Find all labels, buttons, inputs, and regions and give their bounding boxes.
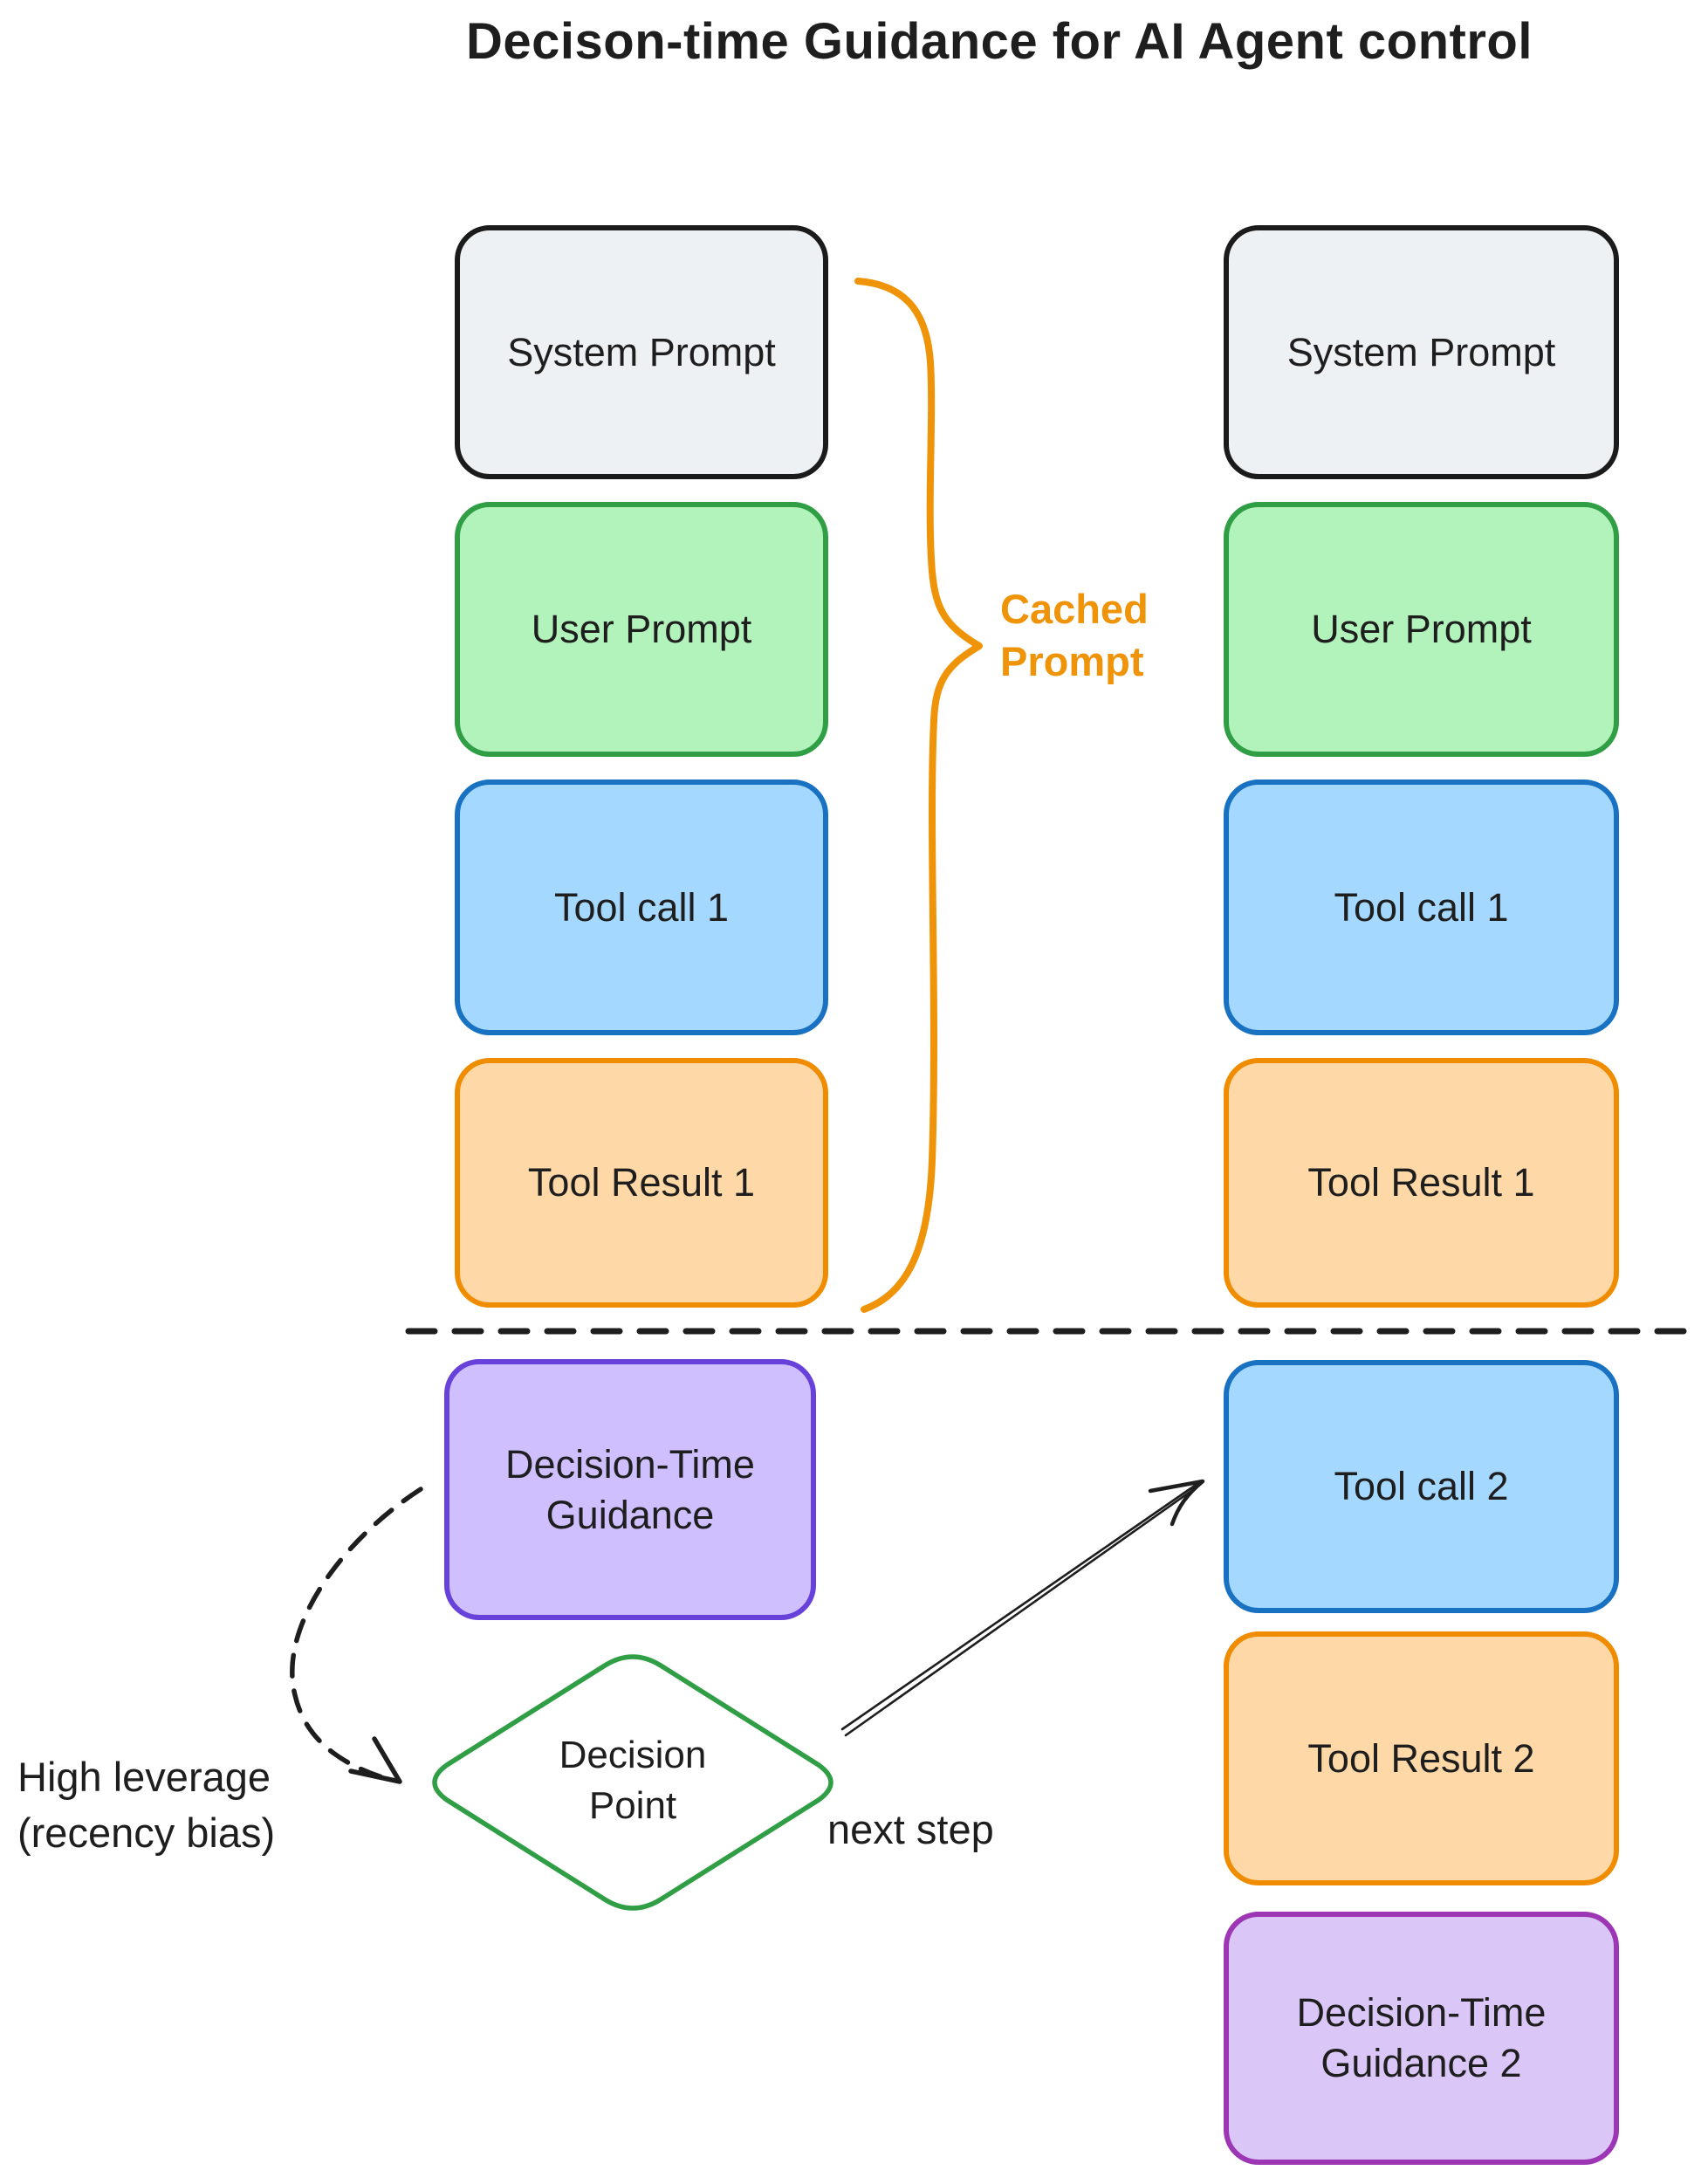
cached-prompt-label-line1: Cached [1000, 586, 1149, 632]
node-label: Tool Result 1 [1307, 1160, 1535, 1205]
decision-point-diamond [432, 1654, 833, 1911]
high-leverage-label: High leverage (recency bias) [17, 1749, 275, 1861]
cached-prompt-label: Cached Prompt [1000, 583, 1149, 688]
node-system-prompt-left: System Prompt [455, 225, 828, 479]
node-user-prompt-left: User Prompt [455, 502, 828, 757]
node-label: Tool Result 1 [527, 1160, 756, 1205]
next-step-arrow-line-b [844, 1485, 1199, 1737]
node-label: Tool Result 2 [1307, 1735, 1535, 1781]
node-system-prompt-right: System Prompt [1224, 225, 1619, 479]
node-label: User Prompt [531, 607, 752, 651]
guidance-to-decision-dashed-arrow [290, 1487, 423, 1782]
node-label: Tool call 2 [1334, 1464, 1509, 1508]
decision-point-label-line2: Point [588, 1784, 677, 1827]
cached-prompt-brace [854, 278, 983, 1313]
node-label: Decision-Time Guidance [505, 1441, 755, 1537]
node-label: System Prompt [1286, 329, 1556, 374]
node-tool-call-1-left: Tool call 1 [455, 780, 828, 1035]
dashed-arrowhead [348, 1736, 402, 1784]
node-label: User Prompt [1311, 607, 1532, 651]
node-user-prompt-right: User Prompt [1224, 502, 1619, 757]
node-decision-time-guidance: Decision-Time Guidance [444, 1359, 816, 1620]
node-label: Tool call 1 [1334, 884, 1509, 930]
decision-point-label: Decision Point [502, 1730, 764, 1831]
next-step-label: next step [827, 1806, 994, 1852]
high-leverage-label-line2: (recency bias) [17, 1810, 276, 1856]
node-decision-time-guidance-2: Decision-Time Guidance 2 [1224, 1912, 1619, 2165]
decision-point-label-line1: Decision [559, 1734, 707, 1776]
node-tool-result-2: Tool Result 2 [1224, 1631, 1619, 1885]
next-step-arrow-line-a [840, 1480, 1203, 1731]
cached-prompt-label-line2: Prompt [1000, 638, 1144, 684]
next-step-arrowhead [1148, 1479, 1205, 1527]
node-label: Tool call 1 [553, 884, 730, 930]
high-leverage-label-line1: High leverage [17, 1754, 271, 1800]
node-tool-call-2: Tool call 2 [1224, 1360, 1619, 1613]
node-label: System Prompt [507, 329, 776, 374]
diagram-title: Decison-time Guidance for AI Agent contr… [466, 13, 1533, 70]
node-tool-result-1-right: Tool Result 1 [1224, 1058, 1619, 1308]
node-label: Decision-Time Guidance 2 [1296, 1990, 1547, 2085]
node-tool-result-1-left: Tool Result 1 [455, 1058, 828, 1308]
node-tool-call-1-right: Tool call 1 [1224, 780, 1619, 1035]
